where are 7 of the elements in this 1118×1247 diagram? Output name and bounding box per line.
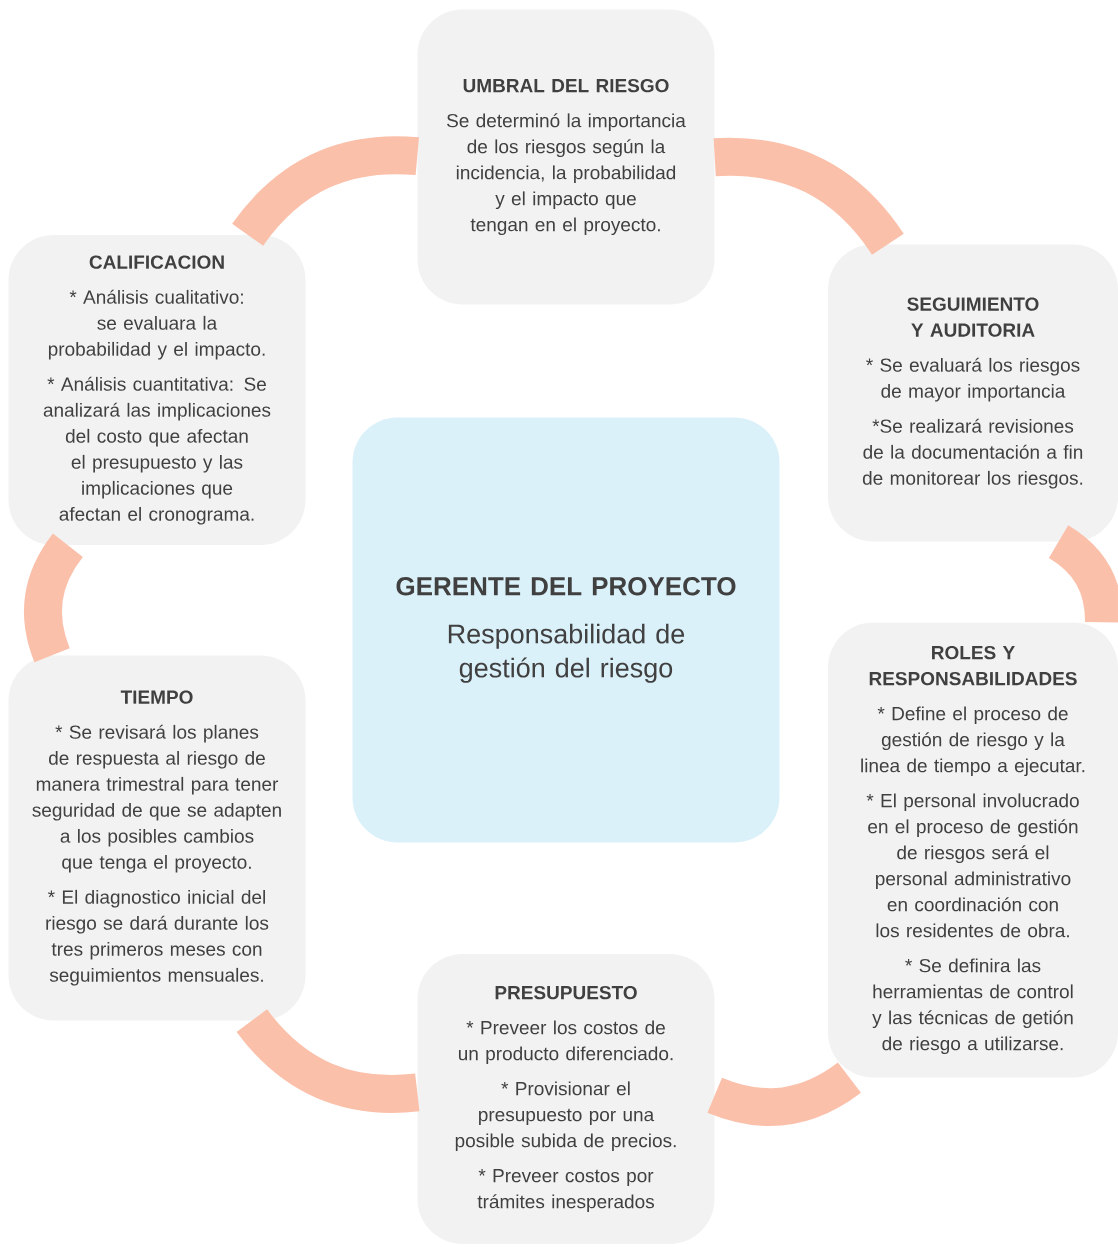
- process-box: ROLES Y RESPONSABILIDADES * Define el proceso de gestión de riesgo y la linea de tiempo a ejecutar. * El personal involucrado en el proceso de gestión de riesgos será el personal administrativo en coordinación con los residentes de obra. * Se definira las herramientas de control y las técnicas de getión de riesgo a utilizarse.: [828, 622, 1118, 1078]
- process-box: SEGUIMIENTO Y AUDITORIA * Se evaluará los riesgos de mayor importancia *Se realizará revisiones de la documentación a fin de monitorear los riesgos.: [828, 244, 1118, 542]
- process-box: PRESUPUESTO * Preveer los costos de un producto diferenciado. * Provisionar el presupuesto por una posible subida de precios. * Preveer costos por trámites inesperados: [417, 954, 715, 1244]
- process-box: TIEMPO * Se revisará los planes de respuesta al riesgo de manera trimestral para tener seguridad de que se adapten a los posibles cambios que tenga el proyecto. * El diagnostico inicial del riesgo se dará durante los tres primeros meses con seguimientos mensuales.: [8, 655, 306, 1021]
- center-box: GERENTE DEL PROYECTO Responsabilidad de gestión del riesgo: [352, 417, 780, 843]
- process-box: CALIFICACION * Análisis cualitativo: se evaluara la probabilidad y el impacto. * Análisis cuantitativa: Se analizará las implicaciones del costo que afectan el presupuesto y las implicaciones que afectan el cronograma.: [8, 235, 306, 545]
- process-box: UMBRAL DEL RIESGO Se determinó la importancia de los riesgos según la incidencia, la probabilidad y el impacto que tengan en el proyecto.: [417, 9, 715, 305]
